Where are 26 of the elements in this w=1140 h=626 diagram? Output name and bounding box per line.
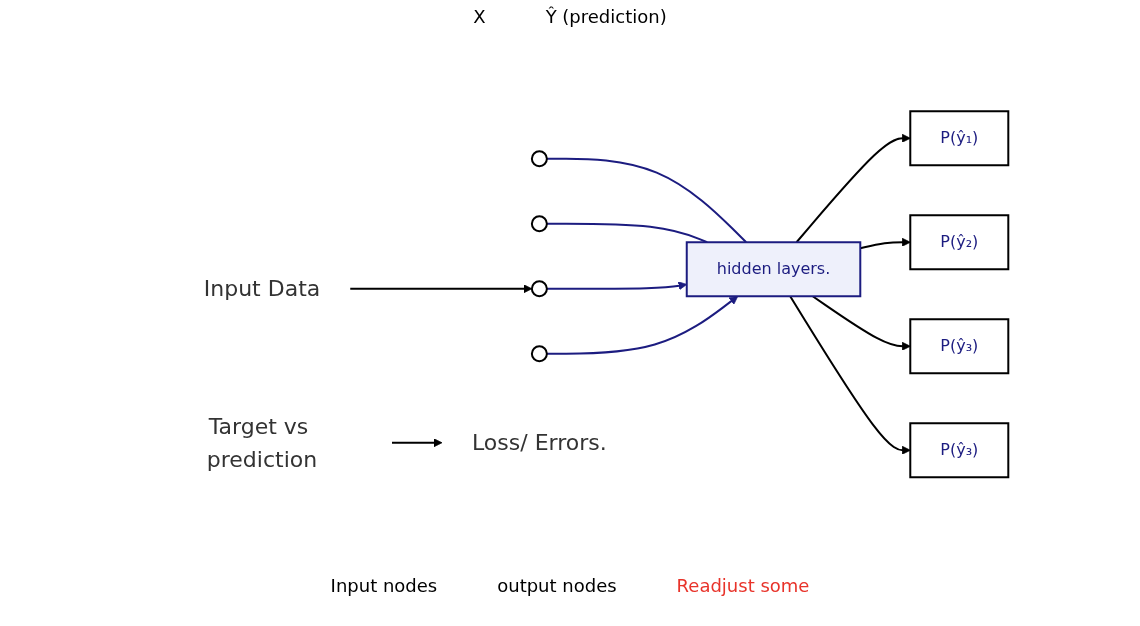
note-label: Ŷ (prediction)	[545, 6, 667, 27]
node-circle	[530, 345, 548, 363]
node-text: Target vs prediction	[206, 413, 318, 472]
arrow	[795, 133, 911, 244]
arrow	[545, 281, 687, 291]
node-box: P(ŷ₂)	[909, 214, 1010, 271]
connector	[545, 157, 748, 244]
node-box: P(ŷ₃)	[909, 318, 1010, 375]
note-label: X	[473, 6, 486, 27]
node-circle	[530, 150, 548, 168]
node-box: hidden layers.	[685, 241, 862, 298]
node-text: Input Data	[203, 276, 321, 302]
connector	[545, 222, 709, 244]
note-label: output nodes	[497, 575, 617, 596]
note-label: Readjust some	[676, 575, 810, 596]
arrow	[349, 284, 533, 294]
arrow	[545, 295, 739, 355]
node-circle	[530, 280, 548, 298]
node-circle	[530, 215, 548, 233]
note-label: Input nodes	[330, 575, 438, 596]
node-text: Loss/ Errors.	[471, 430, 607, 456]
node-box: P(ŷ₃)	[909, 422, 1010, 479]
arrow	[390, 438, 443, 448]
arrow	[789, 295, 911, 455]
arrow	[811, 295, 911, 351]
node-box: P(ŷ₁)	[909, 110, 1010, 167]
